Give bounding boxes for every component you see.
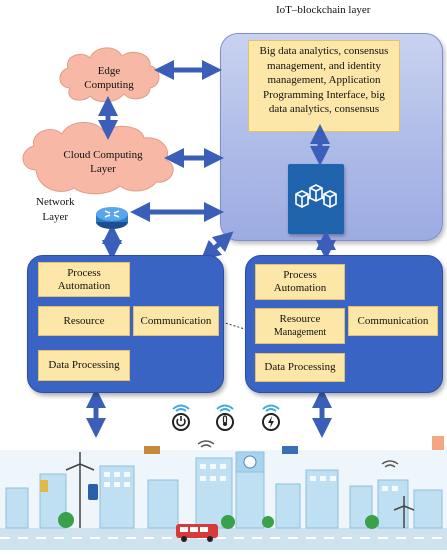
cloud-computing-cloud — [22, 122, 174, 195]
building-icon — [235, 451, 265, 473]
wind-turbine-icon — [65, 452, 415, 528]
router-icon — [92, 200, 132, 232]
power-icon — [168, 402, 194, 432]
smart-city-illustration — [0, 430, 447, 550]
arrow-leftpanel-blockchain — [200, 231, 234, 261]
bus-icon — [176, 524, 218, 542]
left-communication-box: Communication — [133, 306, 219, 336]
iot-blockchain-layer-title: IoT–blockchain layer — [276, 4, 371, 16]
network-layer-label: Network Layer — [36, 196, 75, 223]
left-data-processing-box: Data Processing — [38, 350, 130, 381]
blockchain-icon — [288, 164, 344, 234]
right-communication-box: Communication — [348, 306, 438, 336]
right-data-processing-box: Data Processing — [255, 353, 345, 382]
orange-marker — [432, 436, 444, 452]
tree-icon — [58, 512, 379, 529]
dotted-connector — [221, 321, 249, 331]
blockchain-services-box: Big data analytics, consensus management… — [248, 40, 400, 132]
temperature-icon — [212, 402, 238, 432]
edge-computing-label: Edge Computing — [84, 65, 134, 91]
energy-icon — [258, 402, 284, 432]
cloud-computing-label: Cloud Computing Layer — [63, 149, 143, 175]
left-resource-box: Resource — [38, 306, 130, 336]
